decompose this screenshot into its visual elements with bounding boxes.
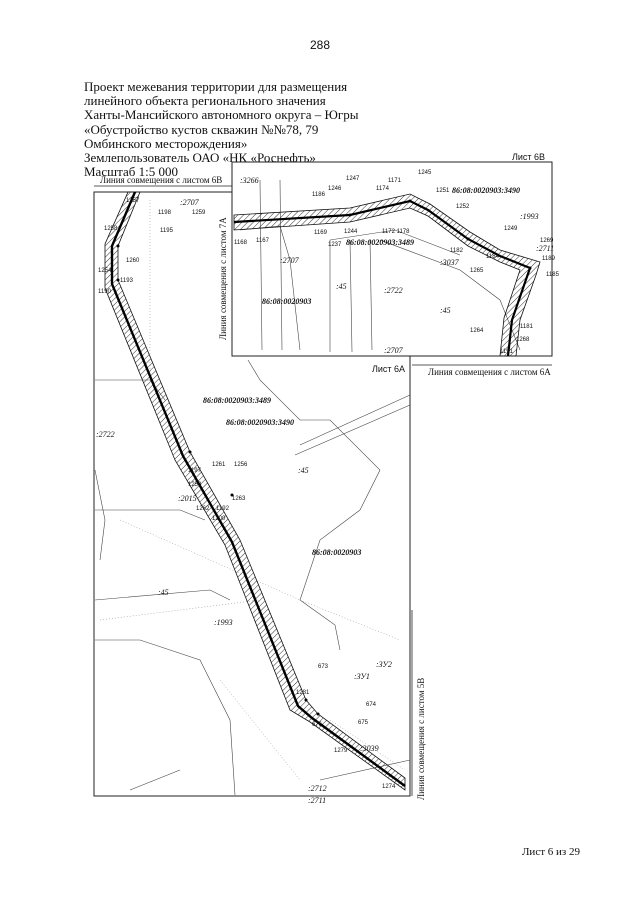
point-1168: 1168 <box>234 240 247 246</box>
point-1264: 1264 <box>470 328 484 334</box>
point-675: 675 <box>358 720 369 726</box>
parcel-2722: :2722 <box>96 430 115 439</box>
point-1245: 1245 <box>418 170 432 176</box>
point-1249: 1249 <box>504 226 518 232</box>
parcel-zu2: :ЗУ2 <box>376 660 392 669</box>
point-1253: 1253 <box>188 482 202 488</box>
project-heading: Проект межевания территории для размещен… <box>84 79 359 180</box>
inset-parcel-2722: :2722 <box>384 286 403 295</box>
point-1274: 1274 <box>382 784 396 790</box>
inset-parcel-45-b: :45 <box>440 306 451 315</box>
parcel-2707-a: :2707 <box>180 198 199 207</box>
point-1268: 1268 <box>516 337 530 343</box>
parcel-3039: :3039 <box>360 744 379 753</box>
heading-line: Проект межевания территории для размещен… <box>84 79 348 94</box>
parcel-1993: :1993 <box>214 618 233 627</box>
inset-parcel-1993: :1993 <box>520 212 539 221</box>
point-1252: 1252 <box>456 204 470 210</box>
point-1192: 1192 <box>216 506 229 512</box>
inset-parcel-3266: :3266 <box>240 176 259 185</box>
parcel-45: :45 <box>298 466 309 475</box>
point-1261: 1261 <box>212 462 226 468</box>
point-1269: 1269 <box>540 238 554 244</box>
scale-label: Масштаб 1:5 000 <box>84 164 178 180</box>
point-1247: 1247 <box>346 176 360 182</box>
corridor-hatched-6a <box>104 191 406 791</box>
point-1281: 1281 <box>296 690 310 696</box>
parcel-45-b: :45 <box>158 588 169 597</box>
junction-label-5b: Линия совмещения с листом 5В <box>416 677 426 800</box>
pipeline-route-6a <box>110 191 406 787</box>
point-1193: 1193 <box>120 278 133 284</box>
page-number: 288 <box>309 38 331 52</box>
heading-line: Землепользователь ОАО «НК «Роснефть» <box>84 150 316 166</box>
parcel-3489: 86:08:0020903:3489 <box>203 396 271 405</box>
point-1237: 1237 <box>328 242 342 248</box>
inset-parcel-2707-b: :2707 <box>384 346 403 355</box>
parcel-3490: 86:08:0020903:3490 <box>226 418 294 427</box>
junction-label-7a: Линия совмещения с листом 7А <box>218 217 228 340</box>
inset-parcel-3490: 86:08:0020903:3490 <box>452 186 520 195</box>
inset-parcel-3037: :3037 <box>440 258 459 267</box>
inset-parcel-45: :45 <box>336 282 347 291</box>
quarter-number: 86:08:0020903 <box>312 548 362 557</box>
point-674: 674 <box>366 702 377 708</box>
point-1260: 1260 <box>126 258 140 264</box>
heading-line: линейного объекта регионального значения <box>84 93 326 109</box>
sheet-6a-label: Лист 6А <box>372 364 406 374</box>
heading-line: «Обустройство кустов скважин №№78, 79 <box>84 121 319 137</box>
point-1167: 1167 <box>256 238 269 244</box>
inset-parcel-2707: :2707 <box>280 256 299 265</box>
point-1191: 1191 <box>500 349 513 355</box>
point-1246: 1246 <box>328 186 342 192</box>
point-1265: 1265 <box>470 268 484 274</box>
parcel-2015: :2015 <box>178 494 197 503</box>
parcel-zu1: :ЗУ1 <box>354 672 370 681</box>
point-1181: 1181 <box>520 324 533 330</box>
heading-line: Омбинского месторождения» <box>84 135 248 151</box>
parcel-2711: :2711 <box>308 796 327 805</box>
point-1169: 1169 <box>314 230 327 236</box>
heading-line: Ханты-Мансийского автономного округа – Ю… <box>84 107 359 123</box>
point-1182: 1182 <box>450 248 463 254</box>
point-1195: 1195 <box>160 228 173 234</box>
point-1174: 1174 <box>376 186 389 192</box>
point-1254: 1254 <box>98 268 112 274</box>
point-1262: 1262 <box>196 506 210 512</box>
point-1197: 1197 <box>188 468 201 474</box>
point-1185: 1185 <box>546 272 559 278</box>
parcel-2712: :2712 <box>308 784 327 793</box>
dotted-boundaries <box>99 200 406 781</box>
point-1256: 1256 <box>234 462 248 468</box>
sheet-footer: Лист 6 из 29 <box>521 846 580 858</box>
point-673: 673 <box>318 664 329 670</box>
point-1189: 1189 <box>542 256 555 262</box>
point-1200: 1200 <box>212 516 226 522</box>
point-1279: 1279 <box>334 748 348 754</box>
point-1184: 1184 <box>486 254 499 260</box>
point-1257: 1257 <box>126 198 140 204</box>
point-1186: 1186 <box>312 192 325 198</box>
point-1244: 1244 <box>344 229 358 235</box>
junction-label-6b: Линия совмещения с листом 6В <box>100 175 223 185</box>
point-1259: 1259 <box>192 210 206 216</box>
point-1258: 1258 <box>104 226 118 232</box>
survey-point-markers <box>116 199 532 716</box>
inset-parcel-3489: 86:08:0020903:3489 <box>346 238 414 247</box>
point-1251: 1251 <box>436 188 450 194</box>
point-676: 676 <box>312 722 323 728</box>
sheet-6b-label: Лист 6В <box>512 152 546 162</box>
junction-label-6a: Линия совмещения с листом 6А <box>428 367 551 377</box>
point-1171: 1171 <box>388 178 401 184</box>
point-1190: 1190 <box>98 289 111 295</box>
point-1198: 1198 <box>158 210 171 216</box>
inset-parcel-2711: :2711 <box>536 244 555 253</box>
point-1177: 1172 1178 <box>382 229 410 235</box>
point-1263: 1263 <box>232 496 246 502</box>
inset-quarter-number: 86:08:0020903 <box>262 297 312 306</box>
